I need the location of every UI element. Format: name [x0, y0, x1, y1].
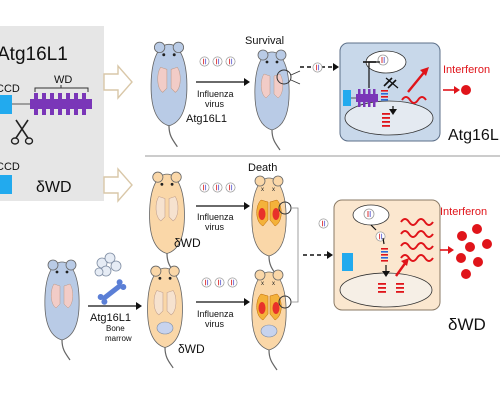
red-arrowhead-top [420, 67, 429, 76]
arrow-release [370, 224, 377, 231]
infection-arrowhead-bottom [244, 298, 250, 306]
transfer-arrowhead [136, 302, 142, 310]
treatment-bottom-line2: virus [205, 319, 225, 329]
bone-icon [97, 279, 127, 305]
mutant-mouse-top [148, 171, 186, 275]
ccd-label-full: CCD [0, 83, 20, 95]
protein-panel: Atg16L1 WD CCD CCD δWD [0, 26, 104, 201]
arrowhead-to-nucleus-top [389, 109, 397, 115]
dashed-arrowhead-bottom [327, 251, 333, 259]
wildtype-cell [339, 42, 441, 142]
wildtype-mouse [150, 41, 188, 148]
gene-name: Atg16L1 [0, 44, 68, 65]
dna-bars-bottom [378, 283, 404, 293]
treatment-mid-line2: virus [205, 222, 225, 232]
treatment-bottom-line1: Influenza [197, 309, 234, 319]
mrna-waves-bottom [400, 218, 434, 262]
interferon-arrowhead-bottom [448, 246, 454, 254]
virus-icon [312, 62, 323, 73]
interferon-dot-top [461, 85, 471, 95]
wildtype-mouse-label: Atg16L1 [186, 113, 227, 125]
interferon-label-bottom: Interferon [440, 206, 487, 218]
receptor-wd [356, 89, 378, 107]
interferon-label-top: Interferon [443, 64, 490, 76]
truncated-ccd [342, 253, 353, 271]
nucleus-bottom [339, 272, 433, 308]
wd-domain-label: WD [54, 74, 72, 86]
ccd-domain-deleted [0, 175, 12, 194]
treatment-top-line1: Influenza [197, 89, 234, 99]
virus-icon [318, 218, 329, 229]
dna-bars-top [382, 113, 390, 127]
red-arrow-bottom [395, 261, 407, 277]
arrow-to-rna [382, 237, 385, 245]
magnifier-circle-icon [276, 69, 292, 85]
ccd-label-deleted: CCD [0, 161, 20, 173]
zoom-line-top [290, 70, 301, 76]
red-arrow-top [407, 69, 427, 93]
treatment-mid-line1: Influenza [197, 212, 234, 222]
ccd-domain-full [0, 95, 12, 114]
receptor-ccd [343, 90, 351, 106]
dying-mouse-top [251, 175, 287, 277]
zoom-line-bottom [290, 79, 301, 85]
virus-icon [201, 277, 238, 288]
cell-cluster-icon [94, 252, 122, 277]
donor-mouse [44, 259, 80, 361]
merge-bracket [291, 207, 299, 303]
mrna-wave-top [401, 96, 427, 104]
viral-rna-bottom [381, 248, 388, 262]
surviving-mouse [254, 49, 290, 151]
chimera-marrow-patch [156, 321, 174, 335]
virus-icon [199, 182, 236, 193]
scissors-icon [10, 119, 34, 145]
dashed-arrowhead-top [333, 63, 339, 71]
marrow-line2: marrow [105, 334, 132, 343]
survival-outcome: Survival [245, 35, 284, 47]
infection-arrowhead-mid [244, 202, 250, 210]
mutant-mouse-label-bottom: δWD [178, 342, 205, 356]
death-outcome: Death [248, 162, 277, 174]
interferon-dots-bottom [456, 224, 492, 279]
block-bar-1 [383, 77, 393, 87]
arrowhead-to-nucleus-bottom [382, 271, 390, 277]
marrow-donor-label: Atg16L1 [90, 312, 131, 324]
virus-icon [199, 56, 236, 67]
treatment-top-line2: virus [205, 99, 225, 109]
wildtype-cell-label: Atg16L1 [448, 127, 500, 144]
chimera-marrow-patch-dead [260, 324, 278, 338]
viral-rna-top [381, 90, 388, 101]
wd-repeat-domain [30, 93, 92, 115]
outline-arrow-top [103, 64, 133, 100]
outline-arrow-bottom [103, 167, 133, 203]
dying-mouse-bottom [251, 269, 287, 371]
red-arrowhead-bottom [401, 258, 409, 266]
block-bar-2 [387, 79, 397, 89]
marrow-line1: Bone [106, 324, 125, 333]
mutant-mouse-label-top: δWD [174, 236, 201, 250]
mutant-cell [333, 199, 441, 311]
deletion-mutant-label: δWD [36, 179, 72, 196]
infection-arrowhead-top [244, 78, 250, 86]
wd-bracket [34, 85, 89, 92]
interferon-arrowhead-top [454, 86, 460, 94]
mutant-cell-label: δWD [448, 315, 486, 334]
